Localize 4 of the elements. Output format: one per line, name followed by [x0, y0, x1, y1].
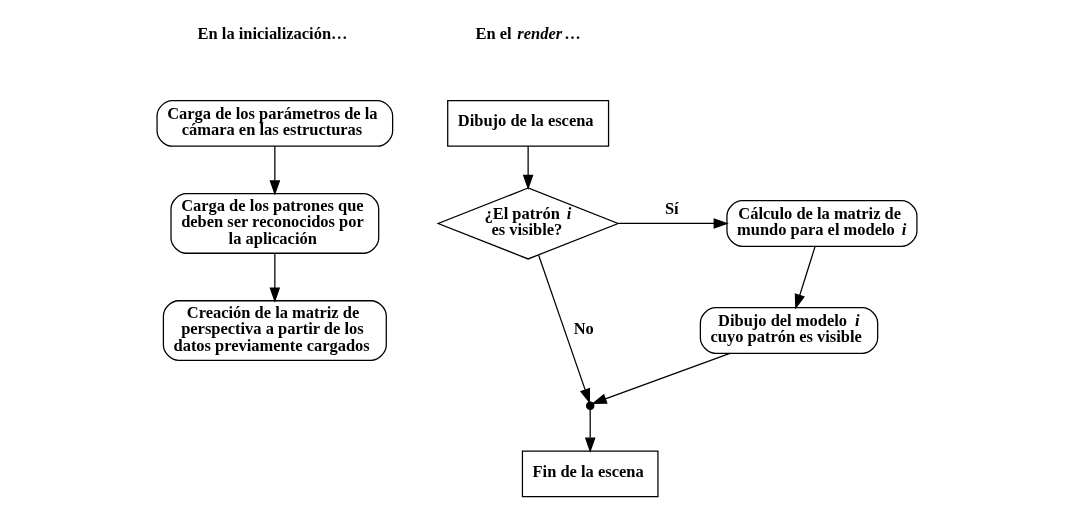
label: En la inicialización… — [197, 24, 348, 44]
edge-label: No — [573, 318, 594, 338]
edge-label: Sí — [664, 198, 679, 218]
label: En el render… — [475, 24, 581, 44]
